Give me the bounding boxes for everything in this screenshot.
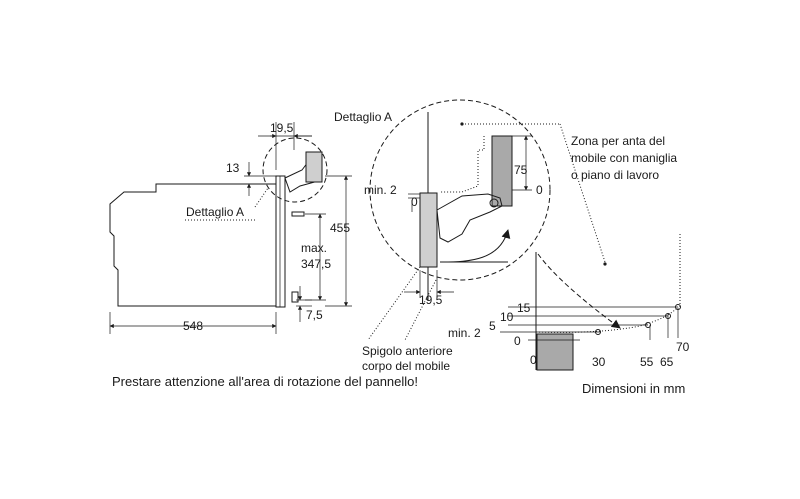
label-zone-line-2: mobile con maniglia (571, 151, 677, 165)
dim-min-2-detail: min. 2 (364, 183, 397, 197)
dim-0-detail: 0 (411, 195, 418, 209)
dim-10: 10 (500, 310, 514, 324)
hinge-arm (436, 193, 503, 243)
dim-0-top: 0 (536, 183, 543, 197)
rotation-zone-graph: 15 10 5 min. 2 0 0 30 55 65 70 (448, 234, 690, 371)
oven-body-outline (109, 183, 277, 307)
rotation-warning-note: Prestare attenzione all'area di rotazion… (112, 374, 418, 389)
dim-5: 5 (489, 319, 496, 333)
dim-13: 13 (226, 161, 240, 175)
dim-max: max. (301, 241, 327, 255)
x-label-0: 0 (530, 353, 537, 367)
units-note: Dimensioni in mm (582, 381, 685, 396)
label-edge-line-2: corpo del mobile (362, 359, 450, 373)
x-label-65: 65 (660, 355, 674, 369)
label-edge-line-1: Spigolo anteriore (362, 344, 453, 358)
dim-min-2-graph: min. 2 (448, 326, 481, 340)
dim-0-graph: 0 (514, 334, 521, 348)
dim-19-5-top: 19,5 (270, 121, 294, 135)
oven-front-panel (275, 175, 286, 308)
x-label-30: 30 (592, 355, 606, 369)
x-label-70: 70 (676, 340, 690, 354)
detail-a-enlarged: Dettaglio A min. 2 0 75 0 19,5 Spigolo a… (334, 99, 677, 373)
oven-side-view: 19,5 13 Dettaglio A 455 max. 347,5 548 7… (109, 121, 352, 334)
hinge-mount (491, 135, 513, 207)
cabinet-side-block (536, 333, 574, 371)
detail-a-circle-small (262, 137, 328, 203)
dim-347-5: 347,5 (301, 257, 331, 271)
label-zone-line-1: Zona per anta del (571, 134, 665, 148)
label-zone-line-3: o piano di lavoro (571, 168, 659, 182)
dim-75: 75 (514, 163, 528, 177)
label-detail-a-top: Dettaglio A (334, 110, 392, 124)
dim-455: 455 (330, 221, 350, 235)
door-panel (419, 192, 438, 268)
dim-7-5: 7,5 (306, 308, 323, 322)
label-detail-a-left: Dettaglio A (186, 205, 244, 219)
dim-19-5-bottom: 19,5 (419, 293, 443, 307)
dim-548: 548 (183, 319, 203, 333)
x-label-55: 55 (640, 355, 654, 369)
detail-a-circle-large (369, 99, 551, 281)
dim-15: 15 (517, 301, 531, 315)
